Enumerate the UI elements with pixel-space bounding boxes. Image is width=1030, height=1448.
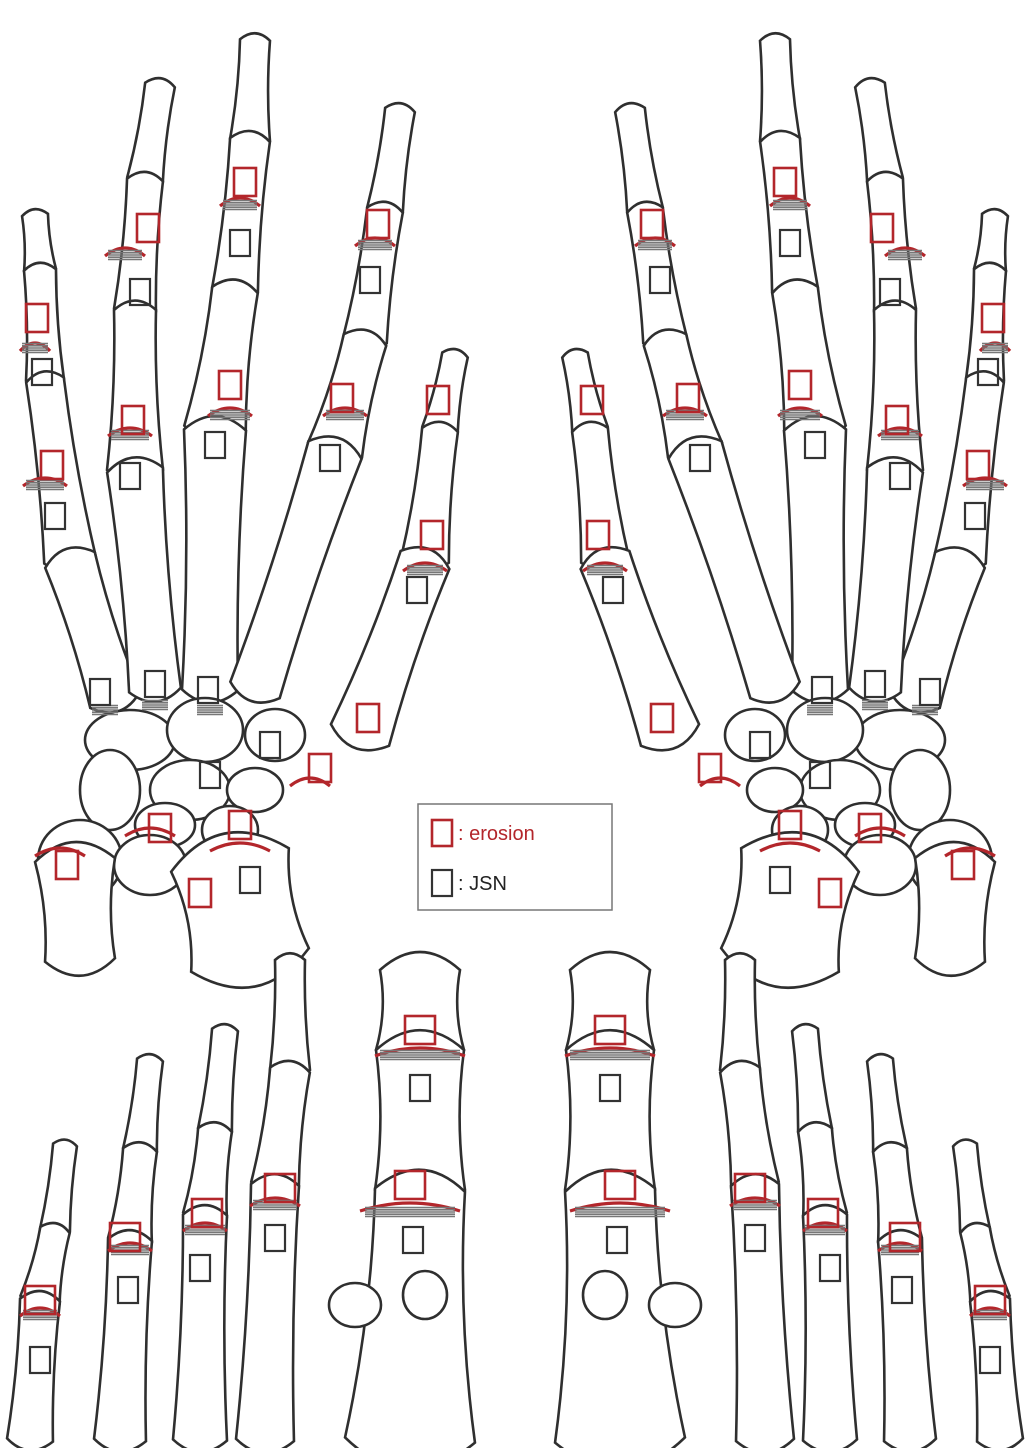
left-hand-index-bone-1 (343, 202, 403, 350)
left-hand-thumb-metacarpal (331, 547, 449, 750)
right-hand-carpal-2 (725, 709, 785, 761)
left-hand-little-bone-2 (26, 371, 96, 572)
right-hand-little-bone-1 (966, 263, 1006, 389)
right-foot (555, 952, 1023, 1448)
left-hand-ring-bone-1 (114, 172, 163, 320)
left-foot-sesamoid-lateral (403, 1271, 447, 1319)
left-hand-little-bone-1 (24, 263, 64, 389)
right-hand-little-bone-2 (934, 371, 1004, 572)
left-foot-sesamoid-medial (329, 1283, 381, 1327)
right-foot-toe4-bone-2 (878, 1230, 936, 1448)
right-hand-carpal-3 (890, 750, 950, 830)
right-hand-index-bone-1 (627, 202, 687, 350)
left-foot-toe5-bone-0 (40, 1140, 77, 1237)
right-foot-toe2-bone-2 (731, 1174, 794, 1448)
right-foot-toe3-bone-0 (792, 1024, 832, 1138)
left-foot-toe3-bone-2 (173, 1205, 227, 1448)
right-hand-index-bone-0 (615, 103, 663, 218)
right-foot-toe5-bone-0 (953, 1140, 990, 1237)
left-hand-ulna (35, 842, 115, 976)
left-hand-ring-bone-2 (107, 301, 163, 483)
left-hand-index-bone-0 (367, 103, 415, 218)
right-hand-ulna (915, 842, 995, 976)
left-hand (20, 33, 468, 988)
right-hand-thumb-metacarpal (581, 547, 699, 750)
right-hand (562, 33, 1010, 988)
right-foot-toe3-bone-2 (803, 1205, 857, 1448)
legend-erosion-label: : erosion (458, 823, 535, 845)
left-foot (7, 952, 475, 1448)
left-hand-carpal-2 (245, 709, 305, 761)
right-foot-sesamoid-medial (649, 1283, 701, 1327)
legend-jsn-label: : JSN (458, 873, 507, 895)
left-hand-index-bone-3 (230, 436, 361, 702)
legend: : erosion : JSN (418, 804, 612, 910)
right-hand-ring-bone-1 (867, 172, 916, 320)
left-foot-toe3-bone-0 (198, 1024, 238, 1138)
left-hand-carpal-3 (80, 750, 140, 830)
left-hand-middle-bone-1 (212, 131, 270, 300)
left-foot-toe4-bone-2 (94, 1230, 152, 1448)
left-foot-toe2-bone-2 (236, 1174, 299, 1448)
right-hand-index-bone-3 (668, 436, 799, 702)
right-hand-ring-bone-2 (867, 301, 923, 483)
right-hand-middle-bone-1 (760, 131, 818, 300)
right-foot-sesamoid-lateral (583, 1271, 627, 1319)
